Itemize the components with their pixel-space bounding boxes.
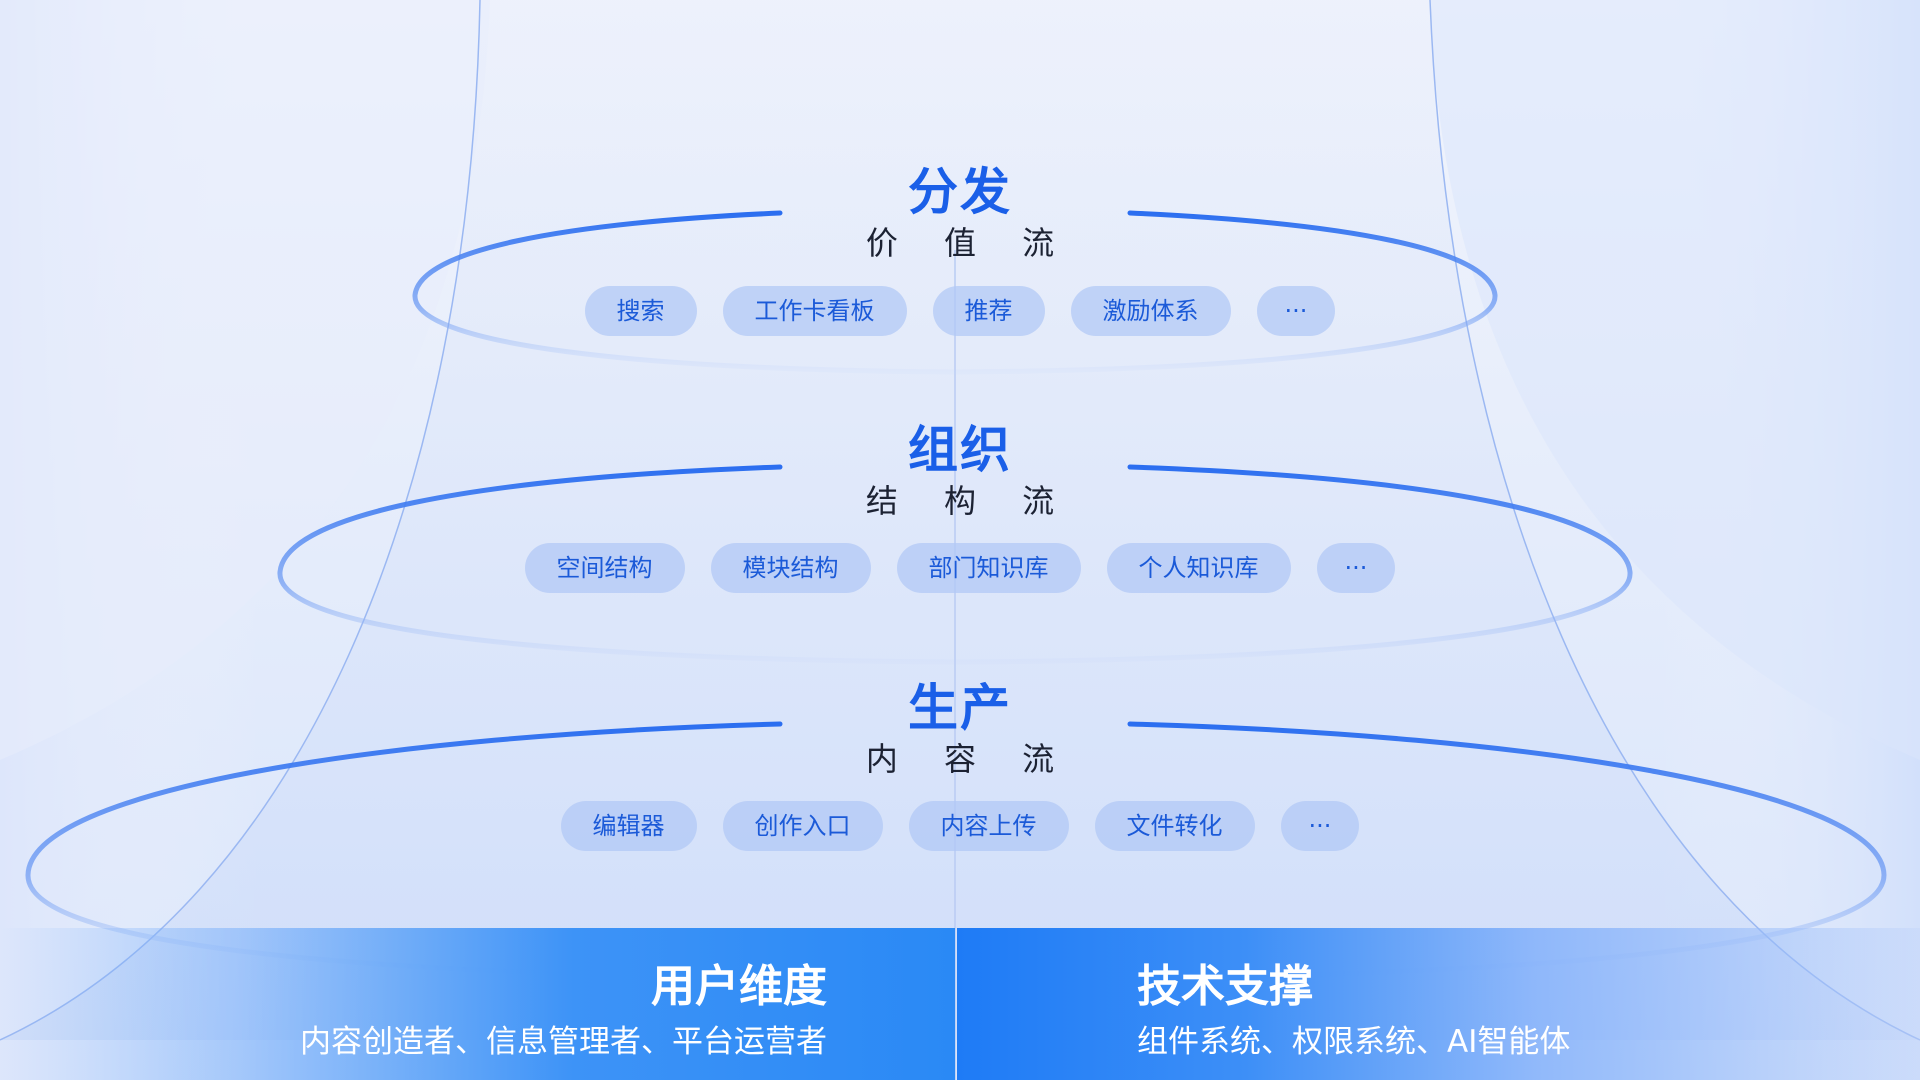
layer-subtitle: 价 值 流 (865, 224, 1073, 262)
layer-title: 分发 (908, 163, 1012, 221)
layer-subtitle: 结 构 流 (865, 482, 1073, 520)
outer-arc-right (1430, 0, 1920, 760)
tag-file-conversion[interactable]: 文件转化 (1094, 801, 1255, 851)
tag-recommend[interactable]: 推荐 (932, 286, 1045, 336)
tag-space-structure[interactable]: 空间结构 (524, 543, 685, 593)
tag-work-card-board[interactable]: 工作卡看板 (722, 286, 907, 336)
funnel-shape (0, 0, 1920, 1040)
tag-module-structure[interactable]: 模块结构 (710, 543, 871, 593)
tag-editor[interactable]: 编辑器 (560, 801, 697, 851)
ring-top (412, 210, 1498, 375)
panel-description: 组件系统、权限系统、AI智能体 (1137, 1024, 1571, 1060)
tag-more[interactable]: ··· (1316, 543, 1396, 593)
tag-creation-entry[interactable]: 创作入口 (722, 801, 883, 851)
tag-row: 编辑器 创作入口 内容上传 文件转化 ··· (0, 801, 1920, 851)
tag-incentive-system[interactable]: 激励体系 (1070, 286, 1231, 336)
layer-title: 生产 (908, 679, 1012, 737)
bottom-panel-tech-support: 技术支撑 组件系统、权限系统、AI智能体 (957, 928, 1920, 1080)
panel-title: 用户维度 (651, 961, 827, 1012)
ring-middle (277, 464, 1633, 665)
tag-personal-kb[interactable]: 个人知识库 (1106, 543, 1291, 593)
outer-arc-left (0, 0, 490, 760)
layer-title: 组织 (908, 421, 1012, 479)
tag-search[interactable]: 搜索 (584, 286, 697, 336)
panel-title: 技术支撑 (1137, 961, 1313, 1012)
panel-description: 内容创造者、信息管理者、平台运营者 (300, 1024, 827, 1060)
tag-content-upload[interactable]: 内容上传 (908, 801, 1069, 851)
layer-subtitle: 内 容 流 (865, 740, 1073, 778)
tag-department-kb[interactable]: 部门知识库 (896, 543, 1081, 593)
tag-row: 搜索 工作卡看板 推荐 激励体系 ··· (0, 286, 1920, 336)
tag-more[interactable]: ··· (1280, 801, 1360, 851)
ring-bottom (25, 721, 1887, 983)
tag-row: 空间结构 模块结构 部门知识库 个人知识库 ··· (0, 543, 1920, 593)
bottom-panel-user-dimension: 用户维度 内容创造者、信息管理者、平台运营者 (0, 928, 955, 1080)
tag-more[interactable]: ··· (1256, 286, 1336, 336)
